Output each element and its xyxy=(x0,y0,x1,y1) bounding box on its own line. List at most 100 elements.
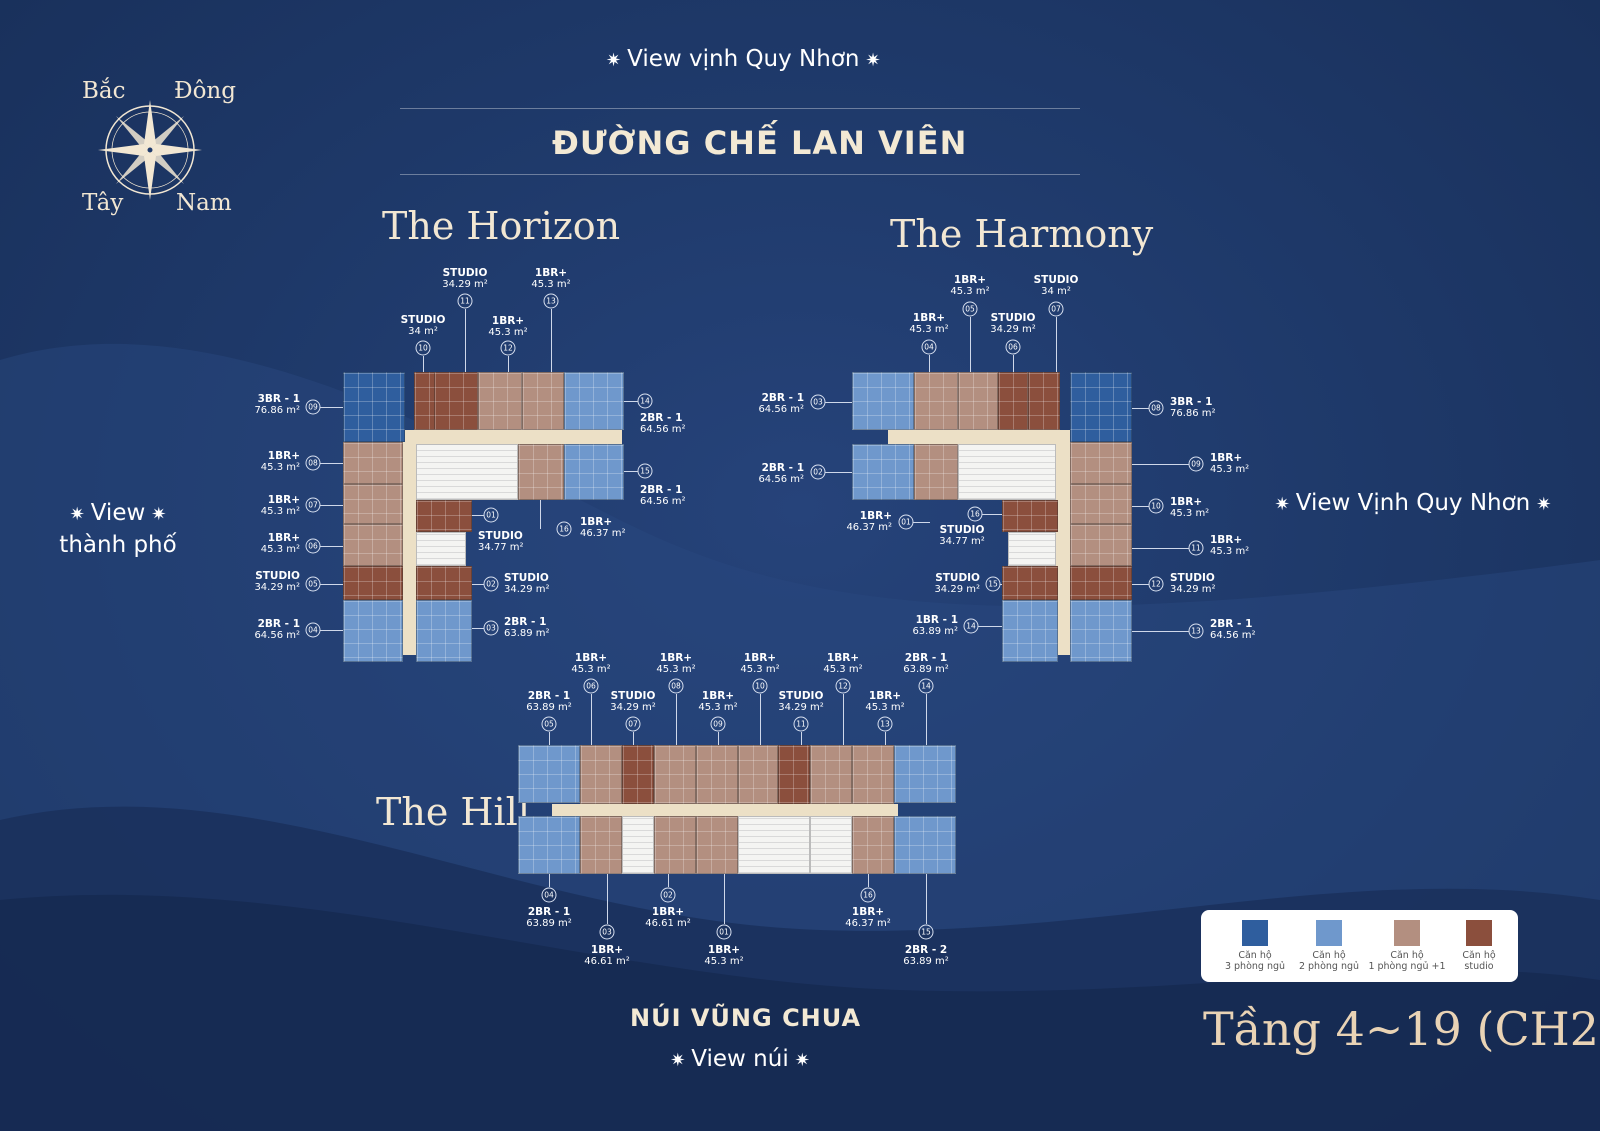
unit-area: 46.37 m² xyxy=(846,522,892,533)
horizon-unit-01[interactable] xyxy=(416,500,472,532)
horizon-unit-07[interactable] xyxy=(343,484,403,524)
harmony-unit-05[interactable] xyxy=(958,372,998,430)
leader-line xyxy=(970,317,971,372)
leader-line xyxy=(825,472,852,473)
unit-area: 34.29 m² xyxy=(442,279,488,290)
horizon-unit-15[interactable] xyxy=(564,444,624,500)
unit-number-badge: 10 xyxy=(415,340,431,356)
harmony-unit-13[interactable] xyxy=(1070,600,1132,662)
hill-core-left xyxy=(622,816,654,874)
unit-area: 64.56 m² xyxy=(640,424,686,435)
compass-east-label: Đông xyxy=(174,78,236,104)
hill-unit-15[interactable] xyxy=(894,816,956,874)
hill-unit-07[interactable] xyxy=(622,745,654,804)
unit-type: 1BR+ xyxy=(859,510,892,522)
hill-unit-05[interactable] xyxy=(518,745,580,803)
compass-south-label: Nam xyxy=(176,190,232,216)
unit-number-badge: 10 xyxy=(1148,498,1164,514)
harmony-unit-12[interactable] xyxy=(1070,566,1132,600)
harmony-unit-08[interactable] xyxy=(1070,372,1132,442)
hill-unit-14[interactable] xyxy=(894,745,956,803)
harmony-unit-03[interactable] xyxy=(852,372,914,430)
hill-unit-08[interactable] xyxy=(654,745,696,804)
legend-label: Căn hộ xyxy=(1238,950,1272,961)
top-view-label: ✷View vịnh Quy Nhơn✷ xyxy=(606,46,881,72)
harmony-unit-10[interactable] xyxy=(1070,484,1132,524)
leader-line xyxy=(320,630,343,631)
hill-unit-01[interactable] xyxy=(696,816,738,874)
unit-number-badge: 03 xyxy=(483,620,499,636)
horizon-unit-13[interactable] xyxy=(522,372,564,430)
hill-unit-12[interactable] xyxy=(810,745,852,804)
leader-line xyxy=(868,874,869,887)
unit-number-badge: 05 xyxy=(541,716,557,732)
unit-area: 34.29 m² xyxy=(990,324,1036,335)
horizon-unit-11[interactable] xyxy=(434,372,478,430)
unit-area: 45.3 m² xyxy=(865,702,905,713)
unit-area: 45.3 m² xyxy=(488,327,528,338)
harmony-unit-16[interactable] xyxy=(1002,500,1058,532)
horizon-unit-03[interactable] xyxy=(416,600,472,662)
leader-line xyxy=(320,463,343,464)
horizon-unit-12[interactable] xyxy=(478,372,522,430)
unit-type: 2BR - 1 xyxy=(527,690,571,702)
hill-unit-06[interactable] xyxy=(580,745,622,804)
horizon-unit-02[interactable] xyxy=(416,566,472,600)
harmony-unit-11[interactable] xyxy=(1070,524,1132,566)
horizon-unit-05[interactable] xyxy=(343,566,403,600)
legend-sublabel: 3 phòng ngủ xyxy=(1224,961,1286,972)
harmony-unit-01[interactable] xyxy=(914,444,958,500)
unit-area: 45.3 m² xyxy=(260,544,300,555)
horizon-unit-08[interactable] xyxy=(343,442,403,484)
hill-core-right xyxy=(810,816,852,874)
unit-number-badge: 01 xyxy=(483,507,499,523)
harmony-unit-02[interactable] xyxy=(852,444,914,500)
hill-unit-04[interactable] xyxy=(518,816,580,874)
leader-line xyxy=(929,355,930,372)
leader-line xyxy=(624,401,638,402)
harmony-unit-06[interactable] xyxy=(998,372,1028,430)
horizon-unit-04[interactable] xyxy=(343,600,403,662)
unit-type: 1BR+ xyxy=(1170,496,1203,508)
unit-type: 1BR+ xyxy=(1210,452,1243,464)
harmony-unit-09[interactable] xyxy=(1070,442,1132,484)
unit-number-badge: 07 xyxy=(305,497,321,513)
hill-unit-16[interactable] xyxy=(852,816,894,874)
unit-type: 1BR+ xyxy=(267,494,300,506)
leader-line xyxy=(1132,464,1189,465)
horizon-unit-09[interactable] xyxy=(343,372,405,442)
unit-type: 1BR+ xyxy=(580,516,613,528)
harmony-unit-15[interactable] xyxy=(1002,566,1058,600)
unit-label: 1BR+45.3 m² xyxy=(261,532,300,556)
unit-area: 34 m² xyxy=(408,326,438,337)
unit-area: 34.29 m² xyxy=(254,582,300,593)
hill-unit-09[interactable] xyxy=(696,745,738,804)
hill-unit-13[interactable] xyxy=(852,745,894,804)
unit-type: 2BR - 1 xyxy=(640,412,683,424)
horizon-unit-14[interactable] xyxy=(564,372,624,430)
hill-unit-10[interactable] xyxy=(738,745,778,804)
hill-unit-03[interactable] xyxy=(580,816,622,874)
leader-line xyxy=(885,732,886,745)
harmony-unit-04[interactable] xyxy=(914,372,958,430)
leader-line xyxy=(320,584,343,585)
unit-area: 45.3 m² xyxy=(740,664,780,675)
unit-number-badge: 15 xyxy=(918,924,934,940)
unit-area: 46.61 m² xyxy=(584,956,630,967)
building-title-harmony: The Harmony xyxy=(890,212,1154,256)
hill-unit-11[interactable] xyxy=(778,745,810,804)
harmony-unit-07[interactable] xyxy=(1028,372,1060,430)
legend-swatch xyxy=(1394,920,1420,946)
horizon-unit-16[interactable] xyxy=(518,444,564,500)
horizon-unit-06[interactable] xyxy=(343,524,403,566)
harmony-unit-14[interactable] xyxy=(1002,600,1058,662)
hill-unit-02[interactable] xyxy=(654,816,696,874)
